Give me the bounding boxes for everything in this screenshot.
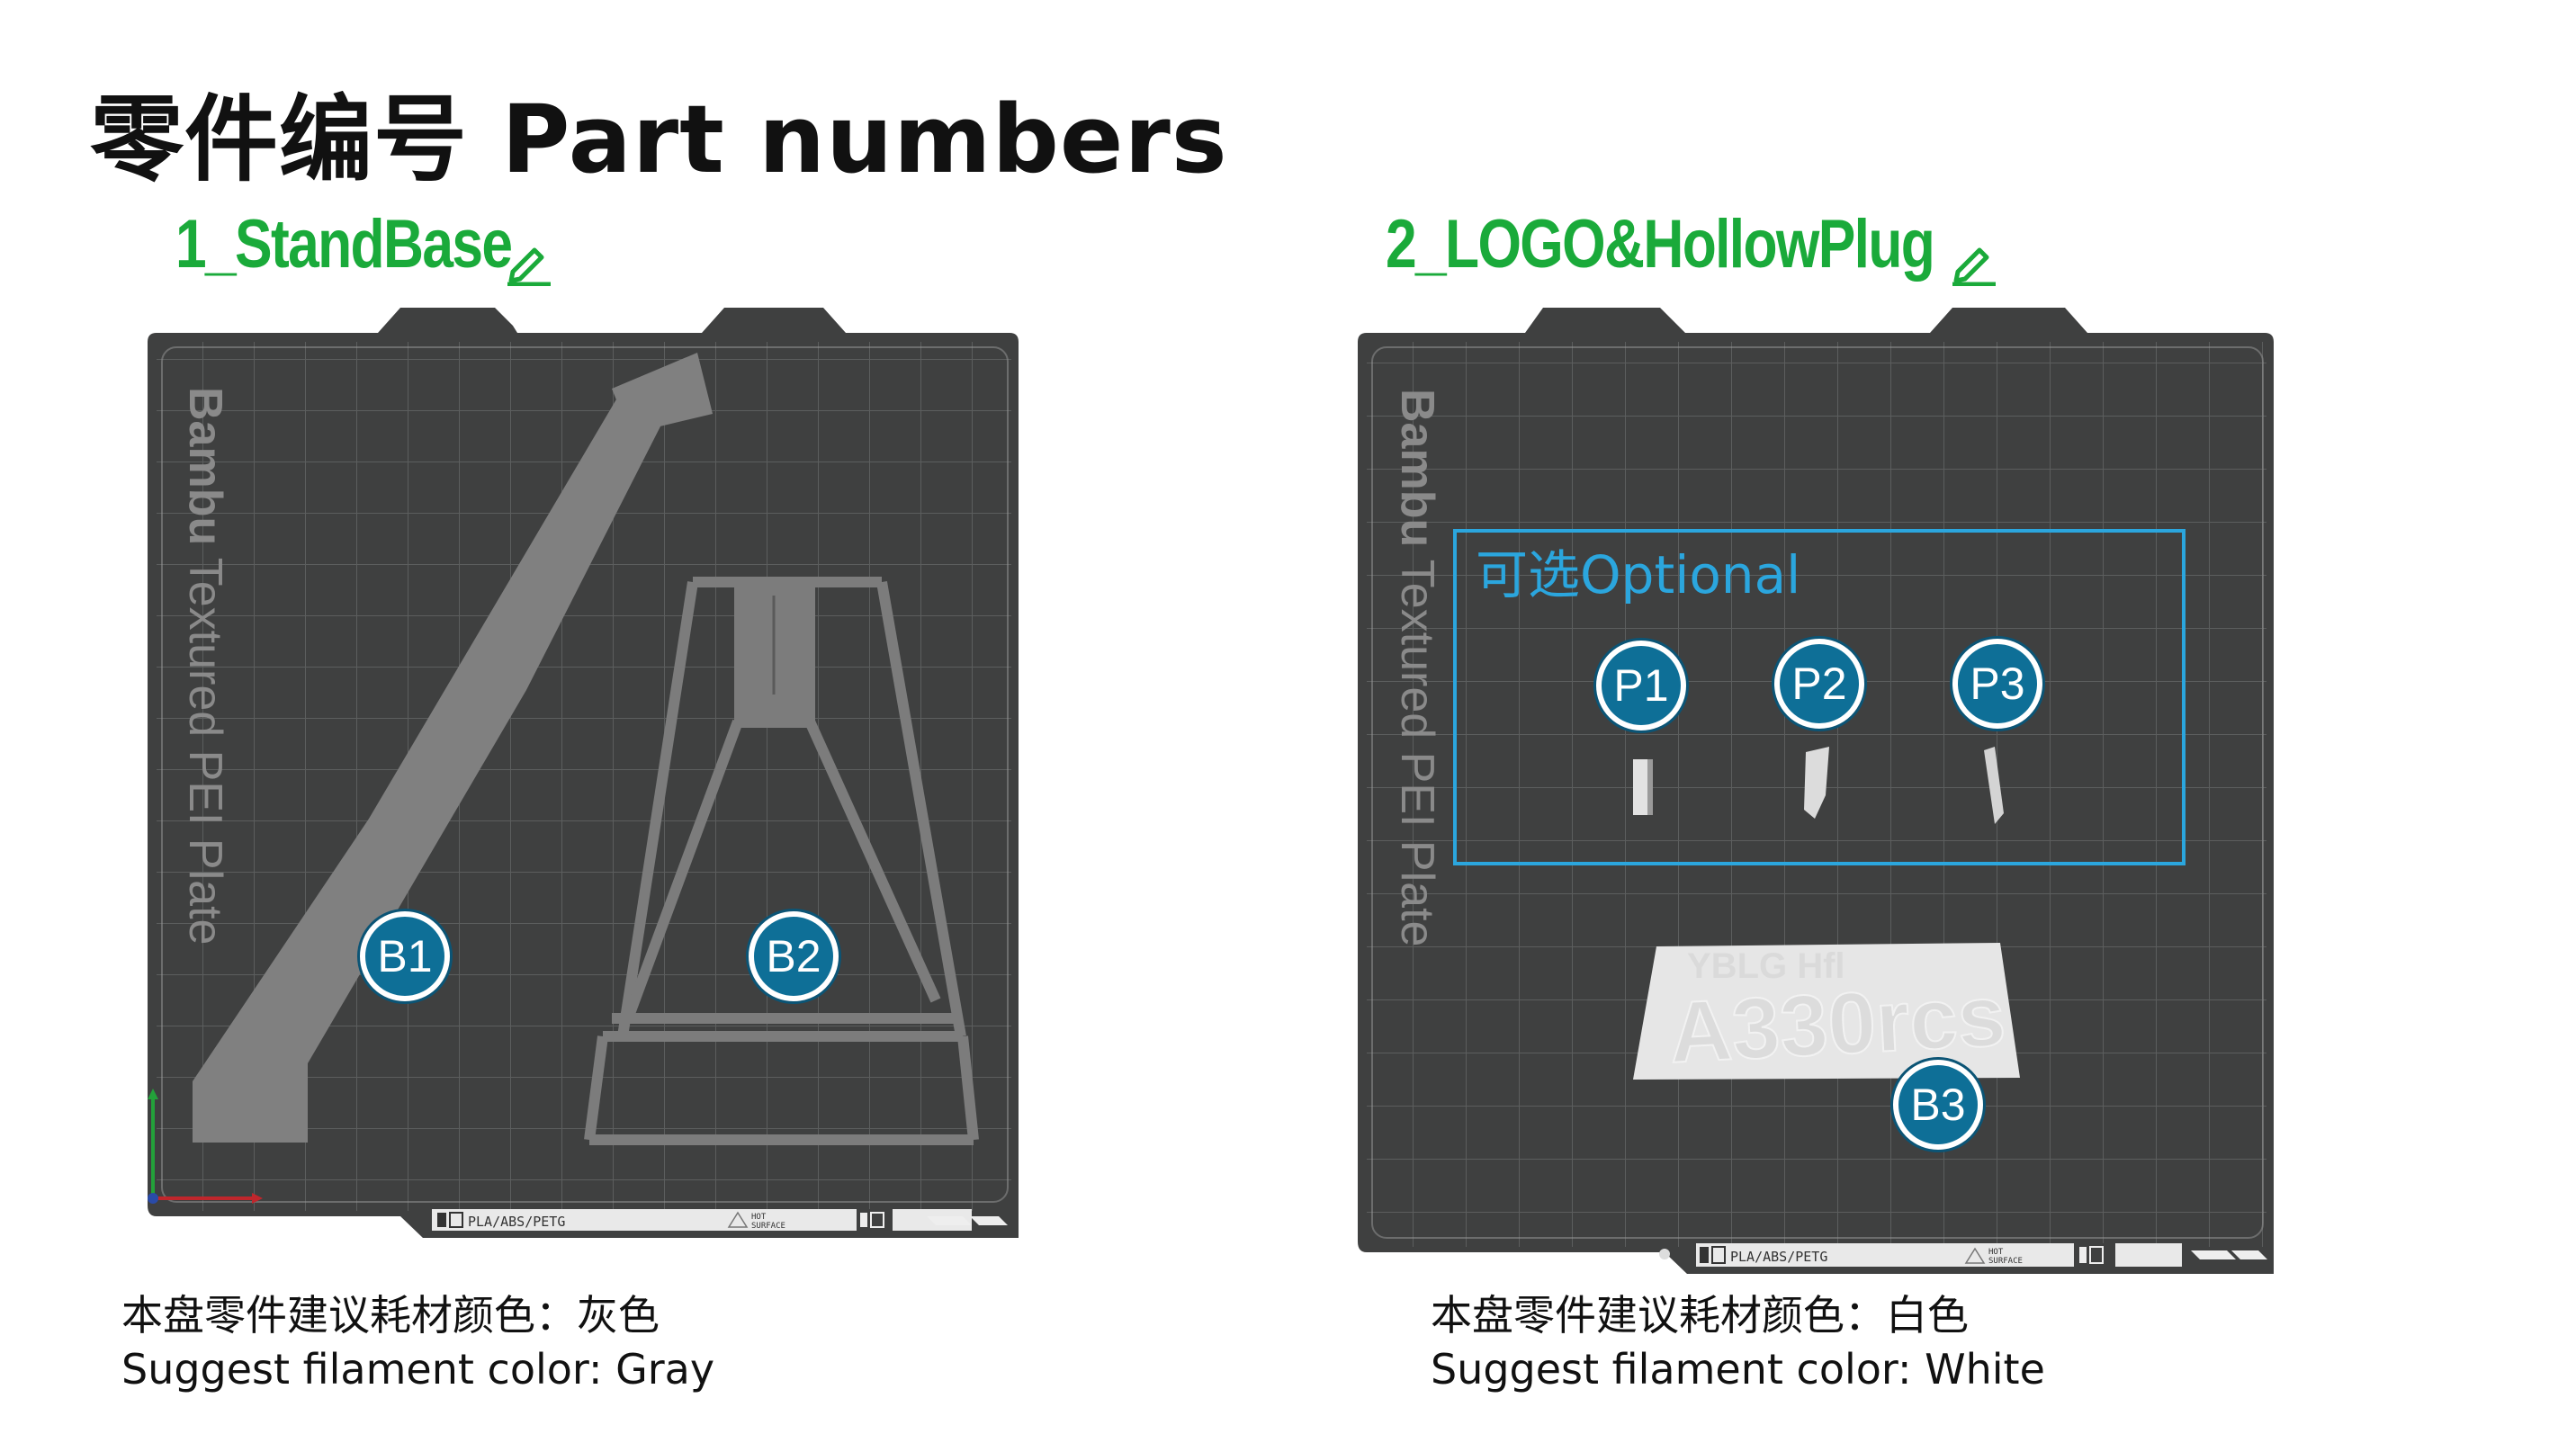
pencil-edit-icon[interactable]: [504, 236, 554, 286]
plate-title-2: 2_LOGO&HollowPlug: [1386, 206, 1935, 282]
badge-p2: P2: [1774, 639, 1864, 729]
badge-b3: B3: [1893, 1060, 1983, 1150]
plate-1-canvas: PLA/ABS/PETG HOT SURFACE: [148, 308, 1019, 1238]
strip-surface-1: SURFACE: [751, 1222, 785, 1231]
caption-en-1: Suggest filament color: Gray: [121, 1345, 715, 1394]
badge-p1: P1: [1596, 641, 1686, 730]
strip-material-1: PLA/ABS/PETG: [468, 1214, 565, 1230]
optional-label: 可选Optional: [1476, 544, 1801, 605]
badge-b1: B1: [360, 911, 450, 1001]
caption-cn-2: 本盘零件建议耗材颜色：白色: [1431, 1291, 1969, 1340]
plate-brand-label-2: Bambu Textured PEI Plate: [1391, 389, 1443, 947]
plate-title-1: 1_StandBase: [175, 206, 513, 282]
build-plate-1: PLA/ABS/PETG HOT SURFACE: [144, 299, 1026, 1243]
strip-material-2: PLA/ABS/PETG: [1730, 1249, 1827, 1265]
part-b1-tip: [612, 353, 713, 434]
part-p3: [1984, 747, 2004, 824]
strip-hot-1: HOT: [751, 1213, 767, 1222]
strip-hot-2: HOT: [1988, 1248, 2004, 1257]
caption-en-2: Suggest filament color: White: [1431, 1345, 2045, 1394]
build-plate-2: A330rcs YBLG Hfl PLA/ABS/PETG HOT SURFAC…: [1354, 299, 2281, 1279]
part-b1: [193, 389, 661, 1143]
plate-brand-label-1: Bambu Textured PEI Plate: [179, 387, 231, 946]
svg-text:YBLG Hfl: YBLG Hfl: [1687, 946, 1845, 986]
caption-cn-1: 本盘零件建议耗材颜色：灰色: [121, 1291, 660, 1340]
part-b3: [1633, 943, 2020, 1080]
badge-b2: B2: [749, 911, 839, 1001]
page-title: 零件编号 Part numbers: [90, 85, 1228, 194]
strip-surface-2: SURFACE: [1988, 1257, 2023, 1266]
plate-2-canvas: A330rcs YBLG Hfl PLA/ABS/PETG HOT SURFAC…: [1358, 308, 2274, 1274]
badge-p3: P3: [1952, 639, 2042, 729]
part-p2: [1804, 747, 1829, 819]
part-b2: [584, 577, 979, 1145]
pencil-edit-icon[interactable]: [1949, 236, 1999, 286]
optional-box: [1453, 529, 2186, 865]
